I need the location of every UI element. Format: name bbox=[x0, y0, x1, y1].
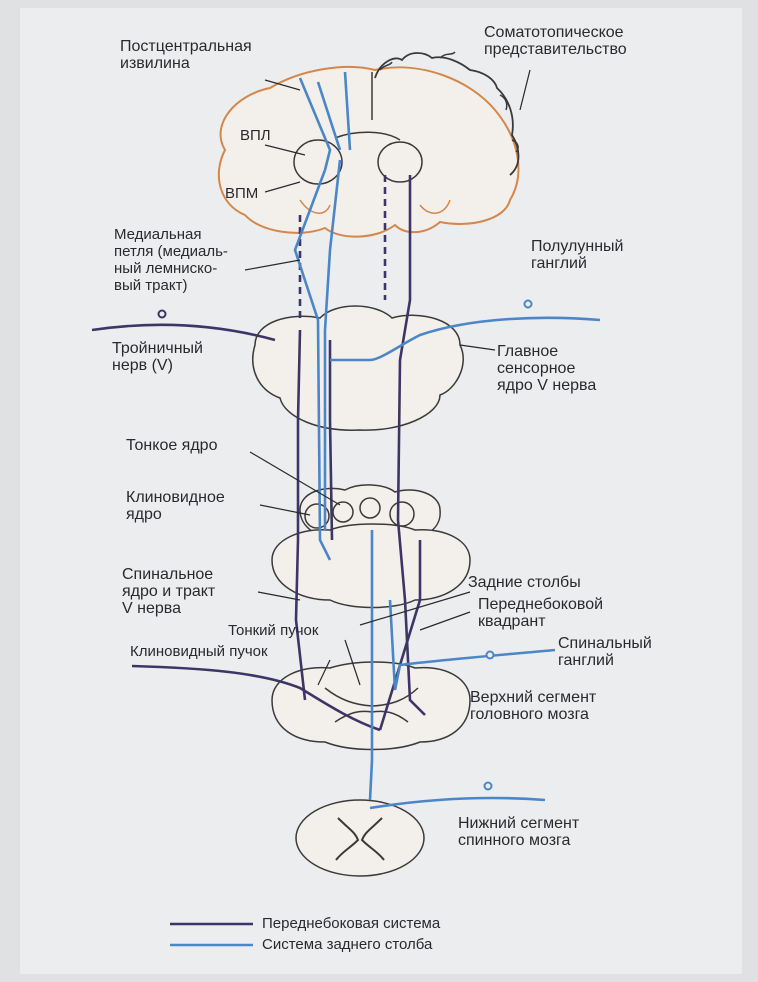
trigeminal-ganglion-icon bbox=[159, 311, 166, 318]
semilunar-ganglion-icon bbox=[525, 301, 532, 308]
legend-anterolateral-label: Переднебоковая система bbox=[262, 915, 440, 932]
anterolateral-quadrant-label: Переднебоковой квадрант bbox=[478, 596, 603, 630]
medial-lemniscus-label: Медиальная петля (медиаль- ный лемниско-… bbox=[114, 226, 228, 294]
vpm-label: ВПМ bbox=[225, 185, 258, 202]
brain-section bbox=[219, 67, 519, 237]
pons-section bbox=[253, 306, 463, 430]
somatotopic-label: Соматотопическое представительство bbox=[484, 24, 627, 58]
lower-segment-label: Нижний сегмент спинного мозга bbox=[458, 815, 579, 849]
trigeminal-nerve-label: Тройничный нерв (V) bbox=[112, 340, 203, 374]
dorsal-columns-label: Задние столбы bbox=[468, 574, 581, 591]
fasciculus-cuneatus-label: Клиновидный пучок bbox=[130, 643, 268, 660]
vpl-label: ВПЛ bbox=[240, 127, 271, 144]
lower-spinal-segment bbox=[296, 800, 424, 876]
upper-segment-label: Верхний сегмент головного мозга bbox=[470, 689, 596, 723]
spinal-trigeminal-label: Спинальное ядро и тракт V нерва bbox=[122, 566, 215, 617]
legend-dorsal-label: Система заднего столба bbox=[262, 936, 432, 953]
spinal-ganglion-icon bbox=[487, 652, 494, 659]
fasciculus-gracilis-label: Тонкий пучок bbox=[228, 622, 318, 639]
cuneate-nucleus-label: Клиновидное ядро bbox=[126, 489, 225, 523]
lower-ganglion-icon bbox=[485, 783, 492, 790]
semilunar-ganglion-label: Полулунный ганглий bbox=[531, 238, 623, 272]
spinal-ganglion-label: Спинальный ганглий bbox=[558, 635, 652, 669]
gracile-nucleus-label: Тонкое ядро bbox=[126, 437, 217, 454]
postcentral-gyrus-label: Постцентральная извилина bbox=[120, 38, 252, 72]
main-sensory-nucleus-label: Главное сенсорное ядро V нерва bbox=[497, 343, 596, 394]
